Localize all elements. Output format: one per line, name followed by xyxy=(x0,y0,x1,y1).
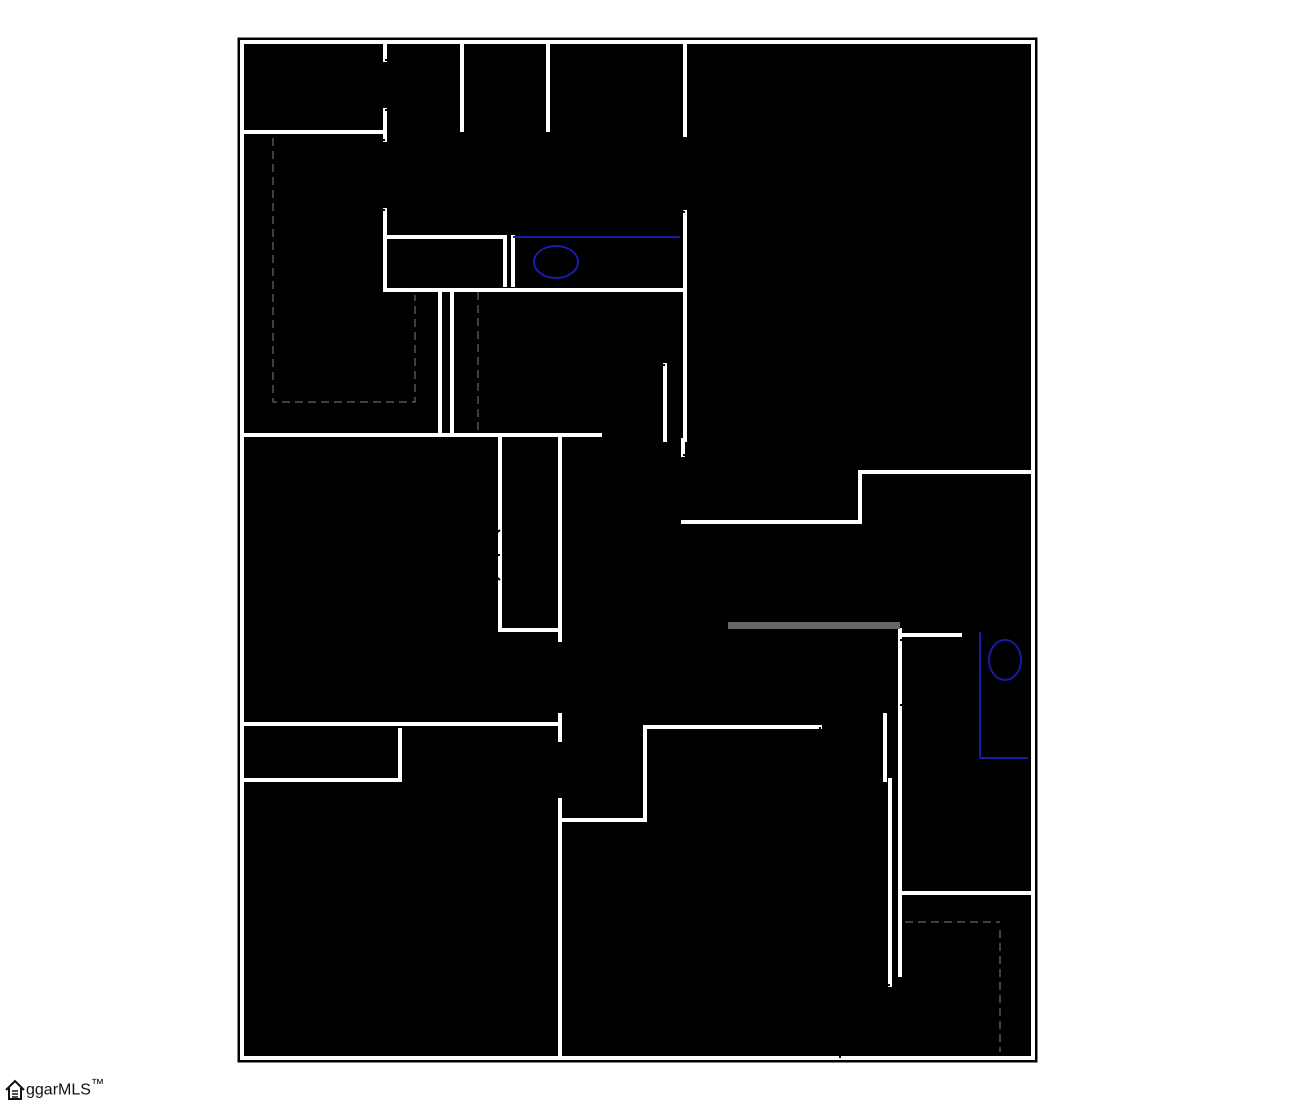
room-dims: 12'-4" + x 10'-8"+ xyxy=(331,909,475,930)
room-dims: 13'-4" + x 12'-0"+ xyxy=(657,906,801,927)
house-icon xyxy=(5,1079,25,1101)
bathtub xyxy=(907,829,1027,886)
sink-icon xyxy=(988,702,1022,744)
logo-text: ggarMLS xyxy=(26,1081,91,1099)
sink-icon xyxy=(533,245,579,279)
room-dims: 9'-11" + x 11'-4" xyxy=(306,582,436,603)
room-label: Bedroom #4 xyxy=(286,548,422,576)
room-label: Laundry xyxy=(536,337,627,365)
room-label: Linen xyxy=(420,260,467,281)
mls-logo: ggarMLS™ xyxy=(4,1076,104,1101)
stairs xyxy=(728,534,941,629)
room-label: #2 xyxy=(930,736,958,764)
room-label: Hall Up xyxy=(597,587,679,615)
washer xyxy=(459,301,523,361)
room-label: W.I.C. xyxy=(308,296,376,324)
toilet-bowl xyxy=(262,73,308,103)
wic-shelf xyxy=(272,138,416,403)
room-label: Primary xyxy=(814,210,901,238)
room-label: Bedroom #3 xyxy=(332,875,468,903)
room-label: W.I.C. xyxy=(917,966,985,994)
dryer xyxy=(459,361,523,421)
room-dims: 13'-7" x 16'-11" + xyxy=(786,267,928,288)
room-label: Pr. Bath xyxy=(495,182,584,210)
logo-tm: ™ xyxy=(90,1076,105,1091)
room-label: Bedroom xyxy=(806,235,907,263)
walls xyxy=(242,42,1033,1058)
room-label: Bath xyxy=(918,710,969,738)
toilet-icon xyxy=(249,69,263,106)
room-label: Bedroom #2 xyxy=(659,873,795,901)
doors xyxy=(279,59,962,1058)
sink-icon xyxy=(988,639,1022,681)
shower xyxy=(559,49,678,116)
sink-icon xyxy=(614,245,660,279)
room-labels: Linen Pr. Bath Primary Bedroom 13'-7" x … xyxy=(286,56,985,994)
fixtures xyxy=(248,49,1030,1052)
room-label: Linen xyxy=(482,56,529,77)
